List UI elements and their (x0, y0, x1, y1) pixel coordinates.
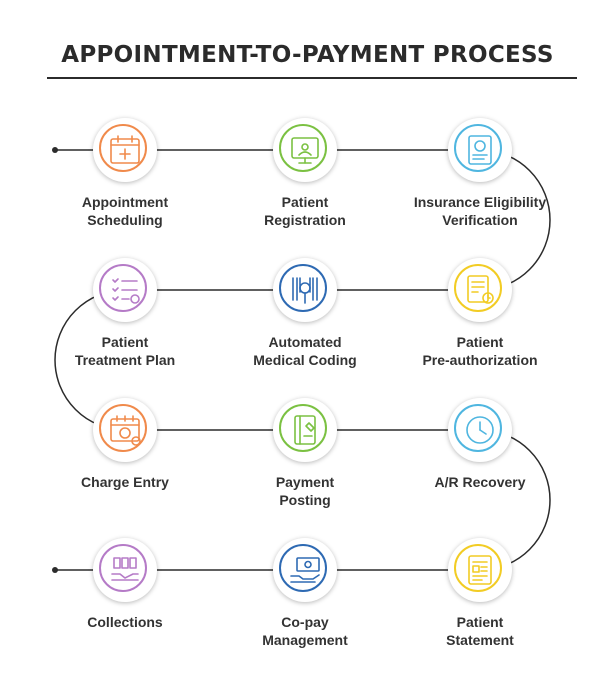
registration-monitor-icon (291, 137, 319, 164)
collections-hand-icon (111, 557, 139, 581)
step-ring (279, 264, 327, 312)
money-hand-icon (290, 557, 320, 583)
step-node (448, 538, 512, 602)
charge-calendar-icon (110, 415, 141, 446)
step-label-line2: Registration (264, 212, 346, 228)
flow-end-dot (52, 567, 58, 573)
step-label-line1: Charge Entry (81, 474, 169, 490)
step-node (273, 118, 337, 182)
checklist-icon (112, 278, 140, 304)
statement-icon (468, 555, 492, 585)
step-node (448, 118, 512, 182)
step-node (93, 538, 157, 602)
step-ring (99, 264, 147, 312)
step-label: Collections (40, 613, 210, 631)
step-label-line1: Patient (281, 194, 329, 210)
payment-card-icon (294, 415, 316, 445)
step-label-line1: Co-pay (281, 614, 329, 630)
step-node (448, 258, 512, 322)
step-label-line1: Payment (275, 474, 335, 490)
step-node (448, 398, 512, 462)
clock-icon (466, 416, 494, 444)
barcode-scan-icon (292, 277, 318, 304)
step-label-line1: Appointment (81, 194, 169, 210)
step-node (93, 258, 157, 322)
step-label-line1: A/R Recovery (434, 474, 526, 490)
step-label-line2: Scheduling (87, 212, 163, 228)
step-label-line1: Patient (101, 334, 149, 350)
step-label-line2: Statement (446, 632, 514, 648)
step-label-line2: Management (262, 632, 348, 648)
step-node (273, 258, 337, 322)
page-title: APPOINTMENT-TO-PAYMENT PROCESS (61, 42, 554, 68)
step-ring (454, 404, 502, 452)
step-node (273, 398, 337, 462)
flow-start-dot (52, 147, 58, 153)
step-label-line2: Treatment Plan (74, 352, 176, 368)
title-underline (47, 77, 577, 79)
step-label-line2: Medical Coding (253, 352, 357, 368)
step-label-line1: Insurance Eligibility (413, 194, 547, 210)
step-node (273, 538, 337, 602)
step-label-line1: Patient (456, 614, 504, 630)
step-label-line1: Patient (456, 334, 504, 350)
preauthorization-document-icon (467, 275, 494, 304)
step-label: Charge Entry (40, 473, 210, 491)
step-node (93, 118, 157, 182)
step-label: A/R Recovery (395, 473, 565, 491)
step-label-line2: Posting (279, 492, 331, 508)
step-ring (454, 264, 502, 312)
step-label-line1: Collections (87, 614, 163, 630)
step-label-line1: Automated (268, 334, 342, 350)
step-label-line2: Verification (442, 212, 518, 228)
step-ring (279, 124, 327, 172)
calendar-icon (110, 135, 140, 164)
insurance-document-icon (468, 135, 492, 165)
step-label-line2: Pre-authorization (422, 352, 538, 368)
step-node (93, 398, 157, 462)
step-ring (454, 544, 502, 592)
step-ring (279, 544, 327, 592)
